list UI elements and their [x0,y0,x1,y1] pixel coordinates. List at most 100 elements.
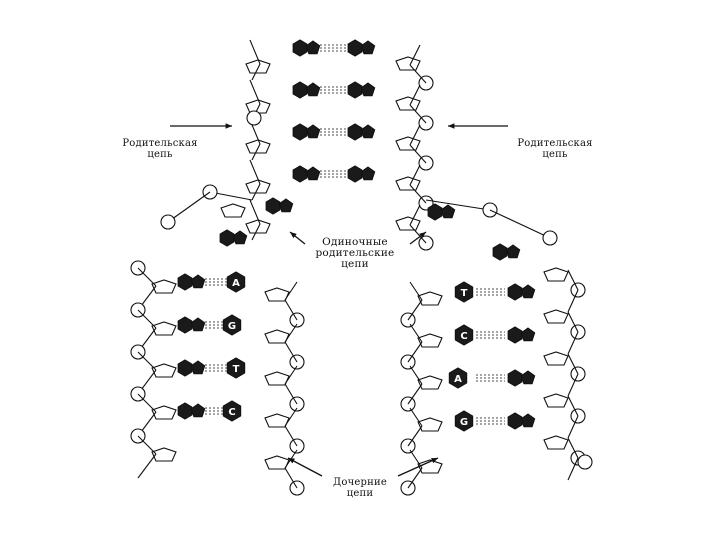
phosphate-circle [542,230,558,246]
single-strand-base [278,198,294,213]
sugar-ring [417,291,443,306]
parent-purine [347,81,363,99]
single-strand-base [440,204,456,219]
backbone-segment [407,425,423,447]
parent-purine [190,274,206,289]
base-letter: C [460,331,467,342]
daughter-arrow-right-head [431,458,438,464]
backbone-segment [425,199,491,211]
backbone-segment [284,323,298,343]
backbone-segment [251,63,261,81]
backbone-segment [284,467,298,489]
sugar-ring [395,176,421,191]
backbone-segment [409,124,421,146]
backbone-segment [167,191,211,223]
sugar-ring [543,309,569,324]
backbone-segment [567,415,579,439]
base-letter: T [233,364,240,375]
parent-purine [520,284,536,299]
backbone-segment [409,64,427,84]
sugar-ring [245,99,271,114]
backbone-segment [284,365,298,385]
single-strand-arrow-right-head [419,232,426,239]
parent-purine [360,124,376,139]
sugar-ring [245,219,271,234]
parent-purine [347,39,363,57]
sugar-ring [220,203,246,218]
single-strand-base [492,243,508,261]
backbone-segment [251,143,261,161]
backbone-segment [137,435,157,455]
backbone-segment [409,449,423,469]
sugar-ring [245,179,271,194]
parent-strand-label-right: Родительская цепь [517,138,593,160]
labeled-base [454,410,474,432]
sugar-ring [245,59,271,74]
backbone-segment [284,341,298,363]
labeled-base [454,281,474,303]
backbone-segment [567,331,579,355]
left-parent-arrow-head [225,123,232,129]
base-letter: G [460,417,468,428]
sugar-ring [417,375,443,390]
backbone-segment [409,164,421,186]
base-letter: A [454,374,462,385]
backbone-segment [407,383,423,405]
sugar-ring [417,459,443,474]
parent-purine [190,403,206,418]
single-strand-base [232,230,248,245]
parent-purine [190,317,206,332]
sugar-ring [543,393,569,408]
backbone-segment [409,144,427,164]
parent-purine [292,81,308,99]
labeled-base [448,367,468,389]
backbone-segment [409,84,421,106]
backbone-segment [137,309,157,329]
sugar-ring [395,56,421,71]
backbone-segment [409,44,421,66]
backbone-segment [567,395,579,417]
phosphate-circle [246,110,262,126]
backbone-segment [567,311,579,333]
sugar-ring [395,136,421,151]
parent-purine [520,413,536,428]
backbone-segment [409,323,423,343]
single-strand-base [265,197,281,215]
single-strand-base [219,229,235,247]
parent-purine [347,123,363,141]
sugar-ring [417,417,443,432]
parent-purine [347,165,363,183]
parent-purine [292,165,308,183]
parent-purine [360,82,376,97]
backbone-segment [567,457,579,481]
sugar-ring [395,216,421,231]
labeled-base [222,400,242,422]
backbone-segment [409,365,423,385]
backbone-segment [567,437,579,459]
backbone-segment [409,104,427,124]
backbone-segment [409,407,423,427]
parent-purine [177,402,193,420]
sugar-ring [395,96,421,111]
sugar-ring [151,405,177,420]
backbone-segment [567,289,579,313]
parent-purine [305,166,321,181]
base-letter: C [228,407,235,418]
backbone-segment [284,299,298,321]
sugar-ring [151,279,177,294]
backbone-segment [137,267,157,287]
backbone-segment [567,353,579,375]
sugar-ring [543,267,569,282]
daughter-strands-label: Дочерние цепи [333,477,387,499]
parent-purine [520,370,536,385]
single-strand-base [505,244,521,259]
parent-purine [507,412,523,430]
parent-purine [507,283,523,301]
backbone-segment [489,209,551,239]
backbone-segment [409,184,427,204]
parent-purine [190,360,206,375]
backbone-segment [137,453,157,479]
backbone-segment [407,467,423,489]
backbone-segment [409,204,421,226]
